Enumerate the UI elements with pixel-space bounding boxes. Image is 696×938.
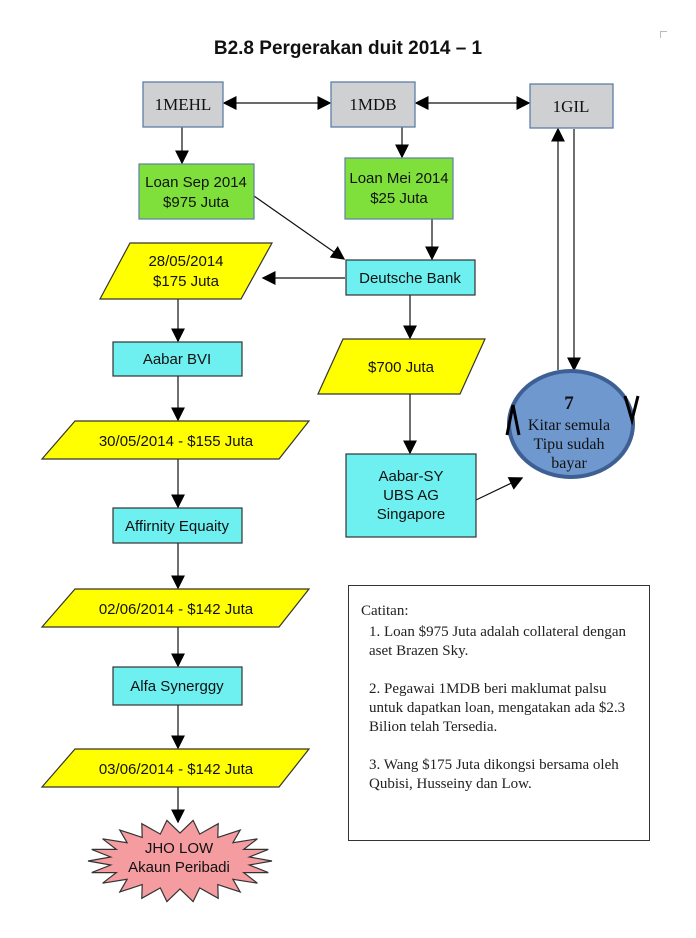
node-t2805-line2: $175 Juta [153,273,220,290]
node-t0206-shape [40,588,311,628]
node-loan-sep-line1: Loan Sep 2014 [145,174,247,191]
node-affirnity-box [112,507,243,544]
node-gil-box [529,83,614,129]
node-loan-sep-line2: $975 Juta [163,194,230,211]
node-t2805-shape [98,242,274,300]
node-aabar-sy-line2: UBS AG [383,487,439,504]
node-mehl-box [142,81,224,128]
node-jho-line1: JHO LOW [145,840,214,857]
node-t3005-label: 30/05/2014 - $155 Juta [99,433,254,450]
node-t700-shape [317,338,486,395]
node-deutsche-label: Deutsche Bank [359,270,461,287]
node-loan-mei-line2: $25 Juta [370,190,428,207]
node-aabar-sy-box [345,453,477,538]
diagram-title: B2.8 Pergerakan duit 2014 – 1 [213,38,483,59]
connectors [171,96,581,824]
arrow-loansep-deutsche [253,195,346,260]
node-mehl-label: 1MEHL [155,95,212,114]
node-t3005-shape [40,420,311,460]
node-kitar-line2: Tipu sudah [534,436,605,453]
node-t700-label: $700 Juta [368,359,435,376]
arrow-aabarsy-kitar [475,477,524,501]
notes-box: Catitan: 1. Loan $975 Juta adalah collat… [348,585,650,841]
note-item-3: 3. Wang $175 Juta dikongsi bersama oleh … [369,757,619,792]
node-jho-burst [87,819,273,903]
node-aabar-sy-line3: Singapore [377,506,445,523]
node-kitar-line1: Kitar semula [528,417,610,434]
note-item-1: 1. Loan $975 Juta adalah collateral deng… [369,624,626,659]
note-item-2: 2. Pegawai 1MDB beri maklumat palsu untu… [369,681,626,735]
cycle-mark-right-icon [623,395,640,426]
node-alfa-label: Alfa Synerggy [130,678,224,695]
node-loan-mei-line1: Loan Mei 2014 [349,170,448,187]
node-affirnity-label: Affirnity Equaity [125,518,229,535]
node-deutsche-box [345,259,476,296]
node-aabar-bvi-label: Aabar BVI [143,351,211,368]
node-gil-label: 1GIL [553,97,590,116]
node-loan-mei-box [344,157,454,220]
node-loan-sep-box [138,163,255,220]
node-jho-line2: Akaun Peribadi [128,859,230,876]
corner-mark [660,31,667,38]
node-kitar-line3: bayar [551,455,587,472]
node-t2805-line1: 28/05/2014 [148,253,223,270]
node-mdb-box [330,81,416,128]
node-t0306-label: 03/06/2014 - $142 Juta [99,761,254,778]
cycle-mark-left-icon [505,404,521,436]
node-aabar-sy-line1: Aabar-SY [378,468,443,485]
node-alfa-box [112,666,243,706]
node-t0306-shape [40,748,311,788]
node-aabar-bvi-box [112,341,243,377]
node-mdb-label: 1MDB [349,95,396,114]
node-kitar-number: 7 [564,393,574,414]
node-t0206-label: 02/06/2014 - $142 Juta [99,601,254,618]
notes-heading: Catitan: [361,603,409,619]
